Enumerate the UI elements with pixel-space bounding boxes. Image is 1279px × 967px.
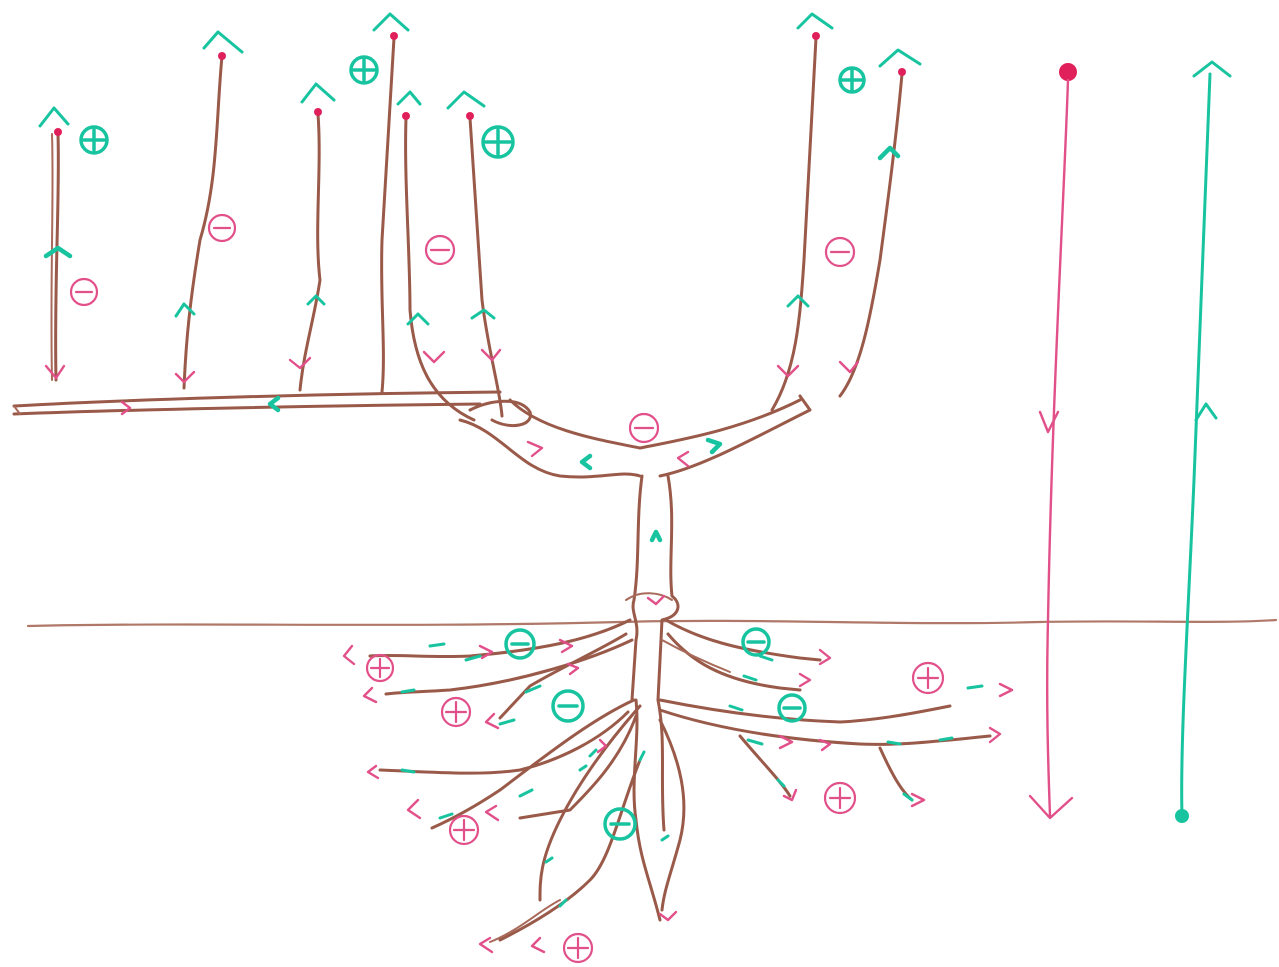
shoot-8: [838, 48, 922, 398]
shoot-7: [770, 12, 834, 412]
upward-flow-arrow: [1175, 60, 1232, 823]
ground-line: [26, 618, 1278, 628]
plus-sign: [562, 932, 594, 964]
shoot-3: [288, 82, 336, 392]
shoot-5: [396, 90, 476, 422]
plus-sign: [823, 781, 857, 815]
minus-sign: [551, 689, 585, 723]
minus-sign: [69, 277, 99, 307]
minus-sign: [824, 236, 856, 268]
shoot-4: [372, 12, 410, 394]
plus-sign: [911, 661, 945, 695]
plus-sign: [365, 653, 395, 683]
shoot-1: [38, 106, 73, 382]
minus-sign: [777, 693, 807, 723]
plus-sign: [481, 125, 515, 159]
root-system: [342, 618, 1014, 954]
minus-sign: [504, 628, 536, 660]
plus-sign: [838, 66, 866, 94]
minus-sign: [207, 213, 237, 243]
shoot-2: [174, 30, 244, 390]
minus-sign: [603, 807, 637, 841]
plus-sign: [79, 125, 109, 155]
minus-sign: [424, 234, 456, 266]
trunk: [458, 394, 812, 702]
downward-flow-arrow: [1028, 63, 1077, 820]
minus-sign: [741, 627, 771, 657]
minus-sign: [628, 412, 660, 444]
shoot-6: [446, 90, 504, 418]
plus-sign: [349, 55, 379, 85]
plus-sign: [440, 696, 472, 728]
horizontal-cane: [12, 390, 502, 416]
plus-sign: [448, 814, 480, 846]
